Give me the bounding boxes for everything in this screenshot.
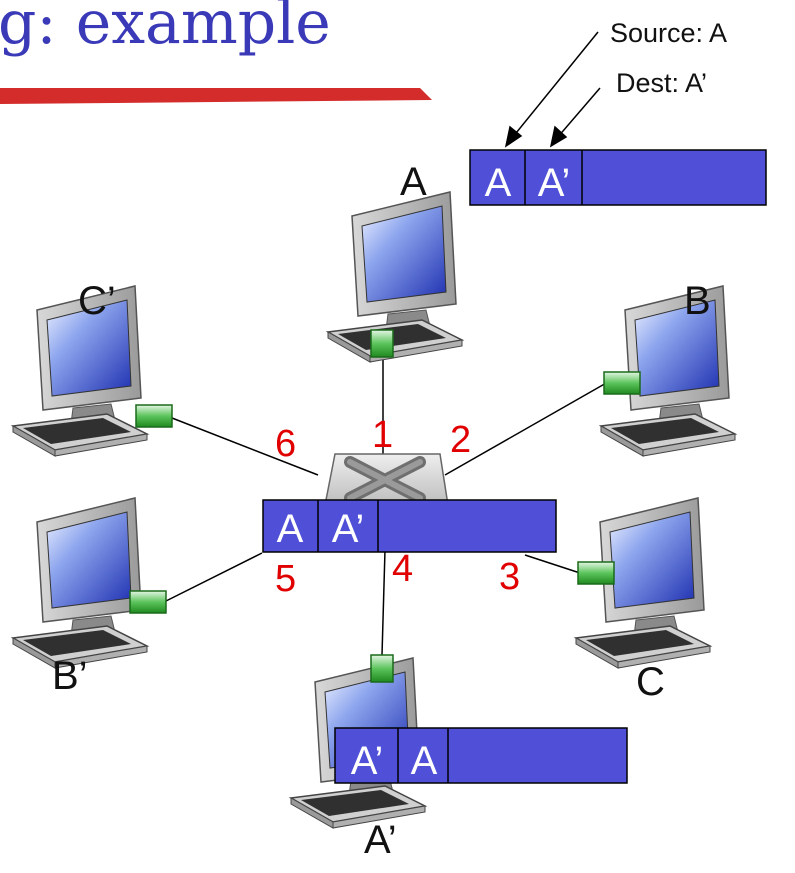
host-label-c-prime: C’ (78, 279, 116, 323)
source-arrow (511, 31, 599, 139)
source-annotation: Source: A (610, 18, 728, 48)
links (165, 355, 609, 656)
host-b-computer (600, 285, 736, 457)
host-label-a: A (400, 160, 427, 204)
port-label-3: 3 (499, 556, 521, 598)
host-label-c: C (636, 660, 665, 704)
annotation-arrows (504, 31, 601, 148)
link-port-2 (444, 381, 609, 476)
switch-x-icon (347, 459, 423, 501)
dest-annotation: Dest: A’ (616, 68, 708, 98)
link-port-3 (524, 554, 581, 574)
frame-at-host-a: A A’ (469, 149, 767, 206)
frame-switch-src: A (277, 507, 304, 551)
page-title: g: example (0, 0, 331, 58)
frame-at-switch: A A’ (262, 499, 557, 553)
nic-a (370, 329, 394, 358)
dest-arrowhead (549, 125, 568, 148)
switch (324, 453, 449, 506)
source-arrowhead (504, 125, 523, 148)
dest-arrow (556, 87, 601, 139)
nic-b (603, 371, 641, 395)
port-label-4: 4 (392, 548, 414, 590)
nics (129, 329, 641, 683)
host-b-prime-computer (12, 497, 148, 669)
port-label-6: 6 (275, 423, 297, 465)
frame-a-prime-src: A (411, 739, 438, 783)
frame-a-src: A (485, 161, 512, 205)
link-port-5 (165, 552, 263, 602)
nic-c (577, 561, 615, 585)
host-label-b-prime: B’ (52, 654, 88, 698)
port-label-2: 2 (450, 419, 472, 461)
port-label-1: 1 (372, 414, 394, 456)
frame-switch-dst: A’ (332, 507, 365, 551)
frame-a-prime-dst: A’ (351, 739, 384, 783)
host-a-computer (327, 191, 463, 363)
host-label-a-prime: A’ (364, 818, 397, 862)
port-label-5: 5 (275, 558, 297, 600)
host-label-b: B (684, 279, 711, 323)
title-underline (0, 88, 432, 104)
frame-at-host-a-prime: A’ A (334, 727, 628, 784)
nic-c-prime (135, 404, 173, 428)
nic-b-prime (129, 590, 167, 614)
link-port-6 (171, 417, 319, 476)
nic-a-prime (370, 654, 394, 683)
link-port-4 (381, 549, 386, 656)
frame-a-dst: A’ (538, 161, 571, 205)
